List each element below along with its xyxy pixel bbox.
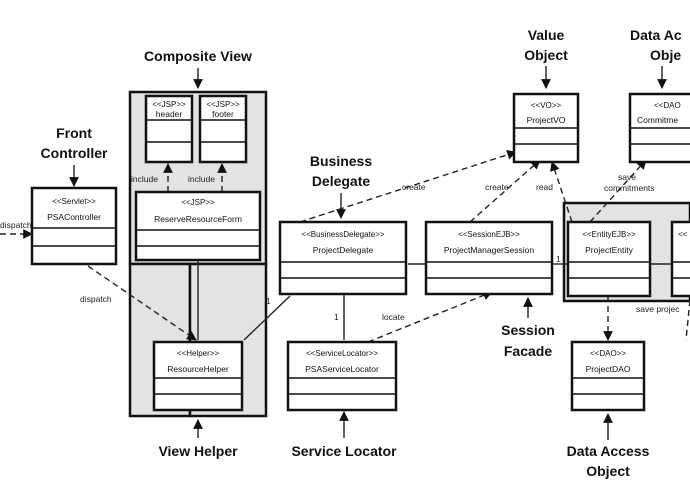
footer-stereotype: <<JSP>> xyxy=(206,100,240,109)
value-object-title-2: Object xyxy=(524,47,568,63)
class-project-vo: <<VO>> ProjectVO xyxy=(512,92,580,164)
cut-right-stereotype: << xyxy=(678,230,688,239)
mult-locator-label: 1 xyxy=(334,312,339,322)
class-psa-service-locator: <<ServiceLocator>> PSAServiceLocator xyxy=(286,340,398,412)
class-project-entity: <<EntityEJB>> ProjectEntity xyxy=(566,220,652,298)
dao-stereotype: <<DAO>> xyxy=(590,349,626,358)
value-object-title-1: Value xyxy=(528,27,565,43)
class-footer-jsp: <<JSP>> footer xyxy=(198,94,248,164)
locator-name: PSAServiceLocator xyxy=(305,364,379,374)
class-project-manager-session: <<SessionEJB>> ProjectManagerSession xyxy=(424,220,554,296)
session-facade-title-2: Facade xyxy=(504,343,552,359)
read-arrow xyxy=(550,161,573,223)
data-access-top-title-2: Obje xyxy=(650,47,681,63)
service-locator-title: Service Locator xyxy=(291,443,397,459)
view-helper-title: View Helper xyxy=(158,443,238,459)
session-name: ProjectManagerSession xyxy=(444,245,535,255)
business-delegate-title-1: Business xyxy=(310,153,372,169)
helper-stereotype: <<Helper>> xyxy=(177,349,220,358)
controller-stereotype: <<Servlet>> xyxy=(52,197,96,206)
save-commitments-label-2: commitments xyxy=(604,183,655,193)
data-access-top-title-1: Data Ac xyxy=(630,27,682,43)
save-project-line xyxy=(685,299,690,341)
commitment-dao-name: Commitme xyxy=(637,115,678,125)
header-stereotype: <<JSP>> xyxy=(152,100,186,109)
create-session-arrow xyxy=(469,159,541,223)
header-name: header xyxy=(156,109,183,119)
front-controller-title-2: Controller xyxy=(41,145,108,161)
class-header-jsp: <<JSP>> header xyxy=(144,94,194,164)
dao-name: ProjectDAO xyxy=(586,364,631,374)
helper-name: ResourceHelper xyxy=(167,364,229,374)
save-commitments-label-1: save xyxy=(618,172,636,182)
create-delegate-arrow xyxy=(299,150,517,223)
create-delegate-label: create xyxy=(402,182,426,192)
session-facade-title-1: Session xyxy=(501,322,555,338)
vo-name: ProjectVO xyxy=(527,115,566,125)
session-stereotype: <<SessionEJB>> xyxy=(458,230,520,239)
class-commitment-dao: <<DAO Commitme xyxy=(628,92,690,164)
front-controller-title-1: Front xyxy=(56,125,92,141)
class-resource-helper: <<Helper>> ResourceHelper xyxy=(152,340,244,412)
dispatch-helper-arrow xyxy=(87,265,197,341)
read-label: read xyxy=(536,182,553,192)
entity-stereotype: <<EntityEJB>> xyxy=(582,230,636,239)
dispatch-helper-label: dispatch xyxy=(80,294,112,304)
save-commitments-arrow xyxy=(589,159,647,223)
delegate-stereotype: <<BusinessDelegate>> xyxy=(301,230,385,239)
form-name: ReserveResourceForm xyxy=(154,214,242,224)
create-session-label: create xyxy=(485,182,509,192)
locate-label: locate xyxy=(382,312,405,322)
mult-entity-label: 1 xyxy=(556,254,561,264)
locator-stereotype: <<ServiceLocator>> xyxy=(306,349,378,358)
data-access-bottom-title-2: Object xyxy=(586,463,630,479)
include-left-label: include xyxy=(131,174,158,184)
class-reserve-resource-form: <<JSP>> ReserveResourceForm xyxy=(134,190,262,262)
class-psa-controller: <<Servlet>> PSAController xyxy=(30,186,118,266)
form-stereotype: <<JSP>> xyxy=(181,198,215,207)
dispatch-in-label: dispatch xyxy=(0,220,32,230)
class-project-delegate: <<BusinessDelegate>> ProjectDelegate xyxy=(278,220,408,296)
mult-helper-label: 1 xyxy=(266,296,271,306)
vo-stereotype: <<VO>> xyxy=(531,101,562,110)
commitment-dao-stereotype: <<DAO xyxy=(654,101,681,110)
save-project-label: save projec xyxy=(636,304,680,314)
data-access-bottom-title-1: Data Access xyxy=(567,443,650,459)
delegate-name: ProjectDelegate xyxy=(313,245,374,255)
class-project-dao: <<DAO>> ProjectDAO xyxy=(570,340,646,412)
entity-name: ProjectEntity xyxy=(585,245,633,255)
include-right-label: include xyxy=(188,174,215,184)
view-helper-group-right xyxy=(188,262,268,418)
helper-delegate-line xyxy=(243,295,291,341)
locate-arrow xyxy=(367,290,493,343)
composite-view-title: Composite View xyxy=(144,48,252,64)
controller-name: PSAController xyxy=(47,212,101,222)
class-cut-right: << xyxy=(670,220,690,298)
footer-name: footer xyxy=(212,109,234,119)
business-delegate-title-2: Delegate xyxy=(312,173,371,189)
